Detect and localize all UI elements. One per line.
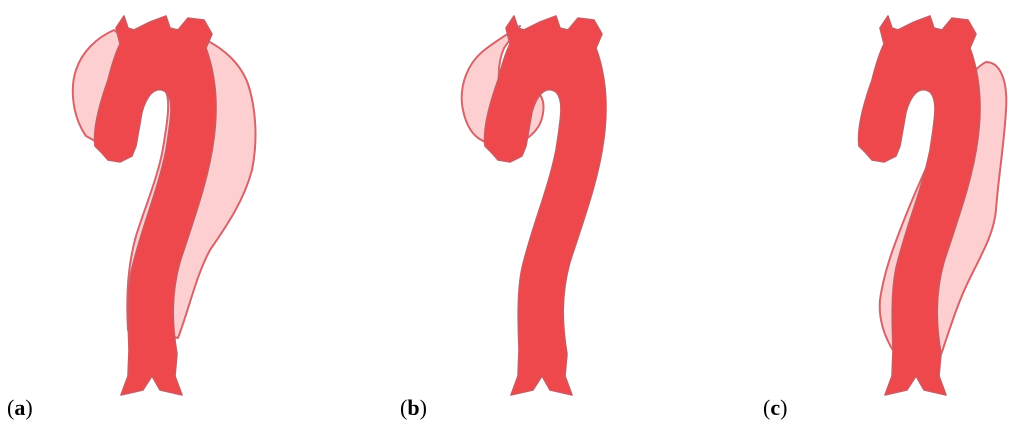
aorta-diagram-c	[690, 0, 1032, 423]
aorta-diagram-b	[336, 0, 680, 423]
aorta-b	[485, 16, 606, 395]
label-close-b: )	[420, 395, 427, 420]
aorta-diagram-a	[0, 0, 344, 423]
label-close-c: )	[780, 395, 787, 420]
panel-label-b: (b)	[400, 395, 427, 421]
label-close-a: )	[25, 395, 32, 420]
panel-label-a: (a)	[7, 395, 33, 421]
panel-c: (c)	[688, 0, 1032, 423]
panel-label-c: (c)	[763, 395, 787, 421]
panel-a: (a)	[0, 0, 344, 423]
label-letter-a: a	[14, 395, 25, 420]
label-letter-c: c	[770, 395, 780, 420]
aorta-c	[859, 16, 980, 395]
aorta-a	[95, 16, 216, 395]
label-letter-b: b	[407, 395, 419, 420]
panel-b: (b)	[344, 0, 688, 423]
